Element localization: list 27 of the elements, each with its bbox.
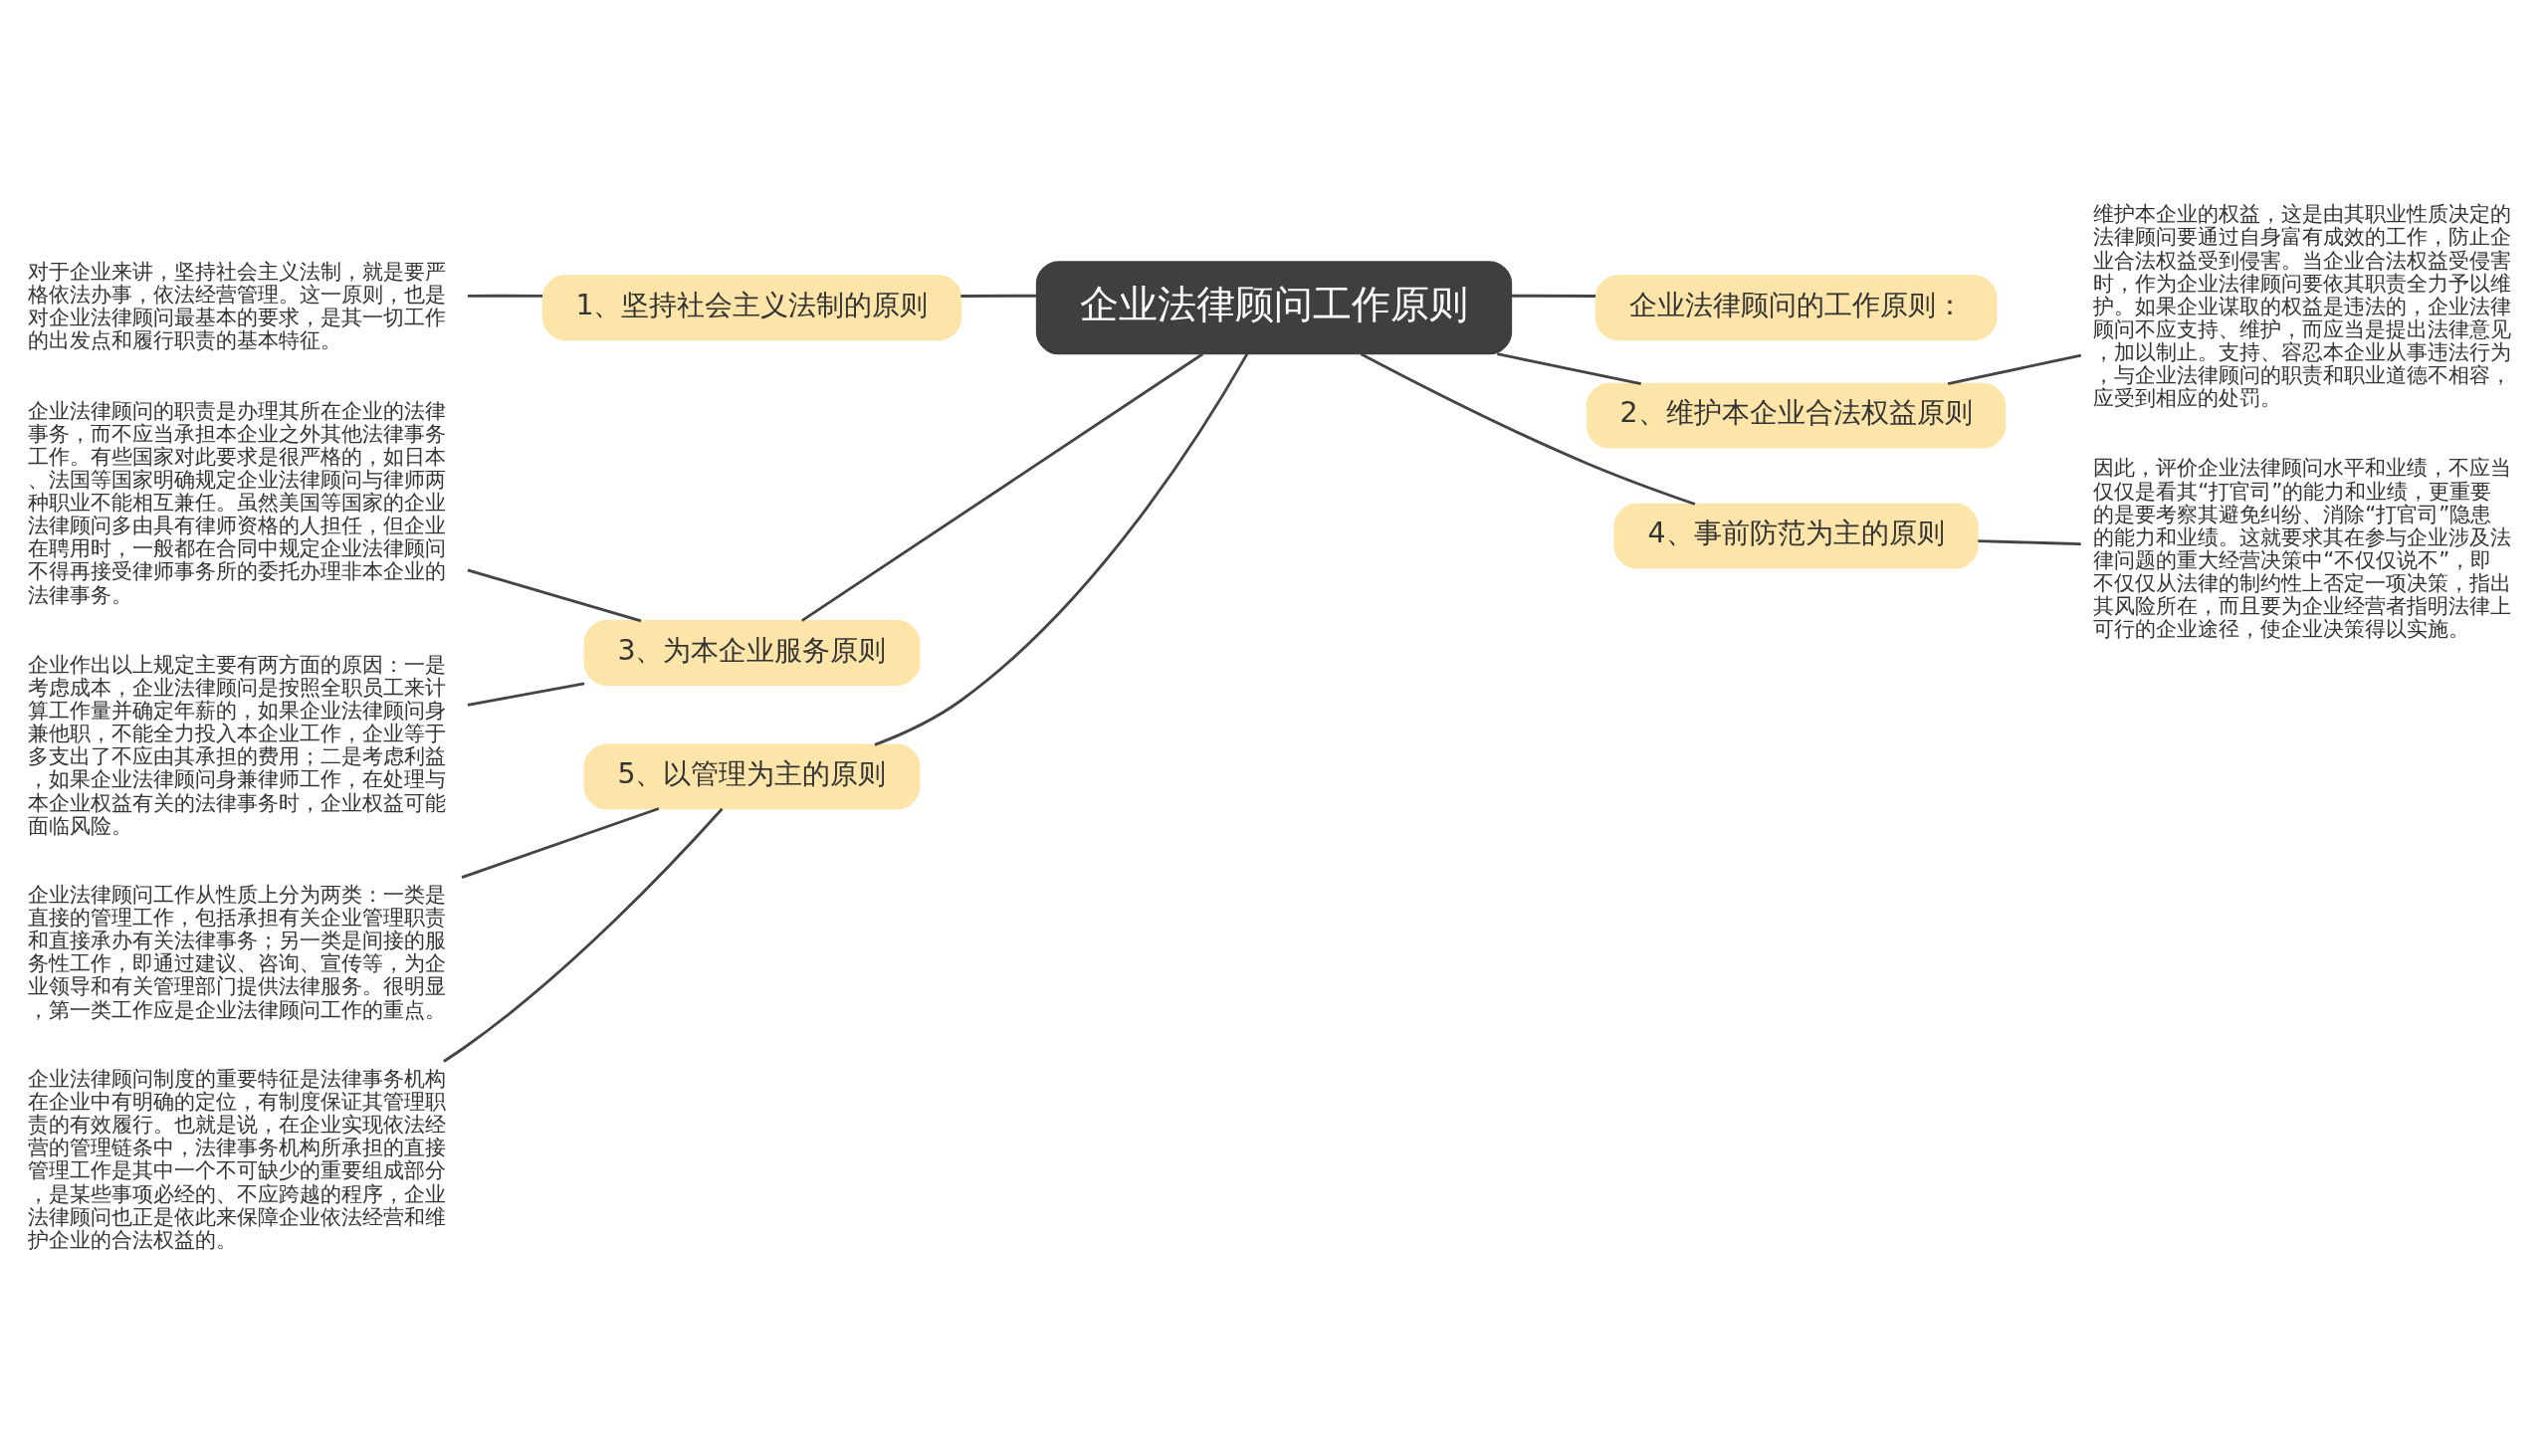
node-box: 2、维护本企业合法权益原则 [1586,382,2007,449]
node-text: 维护本企业的权益，这是由其职业性质决定的法律顾问要通过自身富有成效的工作，防止企业合法权益受到侵害。当企业合法权益受侵害时，作为企业法律顾问要依其职责全力予以维护。如果企业谋取的权益是违法的，企业法律顾问不应支持、维护，而应当是提出法律意见，加以制止。支持、容忍本企业从事违法行为，与企业法律顾问的职责和职业道德不相容，应受到相应的处罚。 [2093,200,2512,410]
node-box: 5、以管理为主的原则 [583,743,921,809]
connector [1360,351,1696,506]
connector [467,294,543,298]
connector [443,807,724,1063]
node-text: 企业法律顾问的职责是办理其所在企业的法律事务，而不应当承担本企业之外其他法律事务工作。有些国家对此要求是很严格的，如日本、法国等国家明确规定企业法律顾问与律师两种职业不能相互兼任。虽然美国等国家的企业法律顾问多由具有律师资格的人担任，但企业在聘用时，一般都在合同中规定企业法律顾问不得再接受律师事务所的委托办理非本企业的法律事务。 [28,397,447,607]
node-box: 3、为本企业服务原则 [583,619,921,686]
connector [1978,538,2081,545]
connector [960,294,1037,298]
node-box: 企业法律顾问的工作原则： [1594,274,1998,340]
node-box: 企业法律顾问工作原则 [1035,260,1513,354]
node-text: 企业作出以上规定主要有两方面的原因：一是考虑成本，企业法律顾问是按照全职员工来计算工作量并确定年薪的，如果企业法律顾问身兼他职，不能全力投入本企业工作，企业等于多支出了不应由其承担的费用；二是考虑利益，如果企业法律顾问身兼律师工作，在处理与本企业权益有关的法律事务时，企业权益可能面临风险。 [28,651,447,838]
connector [801,352,1204,622]
connector [1947,353,2082,385]
node-text: 因此，评价企业法律顾问水平和业绩，不应当仅仅是看其“打官司”的能力和业绩，更重要的是要考察其避免纠纷、消除“打官司”隐患的能力和业绩。这就要求其在参与企业涉及法律问题的重大经营决策中“不仅仅说不”，即不仅仅从法律的制约性上否定一项决策，指出其风险所在，而且要为企业经营者指明法律上可行的企业途径，使企业决策得以实施。 [2093,454,2512,641]
connector [1511,294,1596,298]
connector [467,567,642,622]
node-text: 对于企业来讲，坚持社会主义法制，就是要严格依法办事，依法经营管理。这一原则，也是对企业法律顾问最基本的要求，是其一切工作的出发点和履行职责的基本特征。 [28,258,447,352]
node-text: 企业法律顾问制度的重要特征是法律事务机构在企业中有明确的定位，有制度保证其管理职责的有效履行。也就是说，在企业实现依法经营的管理链条中，法律事务机构所承担的直接管理工作是其中一个不可缺少的重要组成部分，是某些事项必经的、不应跨越的程序，企业法律顾问也正是依此来保障企业依法经营和维护企业的合法权益的。 [28,1065,447,1252]
node-box: 4、事前防范为主的原则 [1613,503,1979,568]
node-text: 企业法律顾问工作从性质上分为两类：一类是直接的管理工作，包括承担有关企业管理职责和直接承办有关法律事务；另一类是间接的服务性工作，即通过建议、咨询、宣传等，为企业领导和有关管理部门提供法律服务。很明显，第一类工作应是企业法律顾问工作的重点。 [28,881,447,1022]
node-box: 1、坚持社会主义法制的原则 [541,274,962,340]
connector [1496,351,1641,385]
connector [461,806,660,879]
connector [874,352,1249,746]
connector [467,681,585,707]
